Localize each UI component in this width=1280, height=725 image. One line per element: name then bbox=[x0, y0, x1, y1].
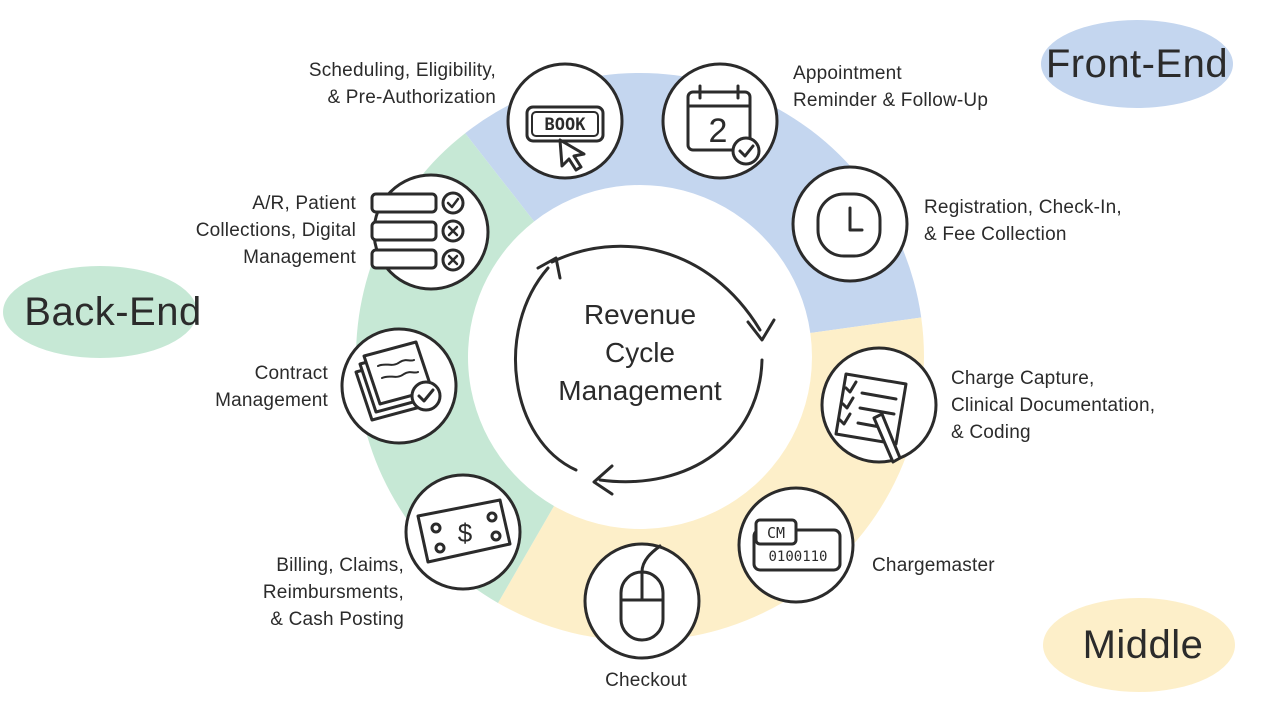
phase-label-middle: Middle bbox=[1082, 622, 1204, 667]
phase-label-back-end: Back-End bbox=[24, 289, 202, 334]
dollar-sign: $ bbox=[458, 518, 473, 548]
phase-label-front-end: Front-End bbox=[1045, 41, 1229, 86]
binary-text: 0100110 bbox=[768, 549, 827, 565]
cycle-arrow-left-head bbox=[536, 256, 562, 280]
mouse-icon bbox=[583, 542, 701, 660]
cycle-arrow-left bbox=[514, 266, 578, 472]
step-label-chargemaster: Chargemaster bbox=[872, 555, 995, 576]
step-label-charge-capture: Charge Capture, Clinical Documentation, … bbox=[951, 368, 1156, 443]
front-end-bubble bbox=[1041, 20, 1233, 108]
ar-list-icon bbox=[370, 173, 490, 291]
dollar-bill-icon: $ bbox=[404, 473, 522, 591]
back-end-bubble bbox=[3, 266, 197, 358]
step-label-scheduling: Scheduling, Eligibility, & Pre-Authoriza… bbox=[308, 60, 496, 108]
middle-bubble bbox=[1043, 598, 1235, 692]
checklist-pen-icon bbox=[820, 346, 938, 464]
cycle-arrow-bottom-head bbox=[592, 464, 614, 496]
step-label-billing: Billing, Claims, Reimbursments, & Cash P… bbox=[262, 555, 404, 630]
cycle-arrows bbox=[514, 244, 776, 496]
calendar-day: 2 bbox=[709, 112, 728, 150]
step-label-ar: A/R, Patient Collections, Digital Manage… bbox=[195, 193, 356, 268]
step-label-appointment-reminder: Appointment Reminder & Follow-Up bbox=[793, 63, 989, 111]
book-button-text: BOOK bbox=[545, 115, 587, 135]
calendar-check-icon: 2 bbox=[661, 62, 779, 180]
book-button-icon: BOOK bbox=[506, 62, 624, 180]
contract-stack-icon bbox=[340, 327, 458, 445]
center-title-line2: Cycle bbox=[605, 337, 675, 368]
center-title-line1: Revenue bbox=[584, 299, 696, 330]
step-label-checkout: Checkout bbox=[605, 670, 687, 691]
step-label-contract: Contract Management bbox=[215, 363, 328, 411]
clock-icon bbox=[791, 165, 909, 283]
step-label-registration: Registration, Check-In, & Fee Collection bbox=[924, 197, 1122, 245]
cm-text: CM bbox=[767, 524, 785, 542]
center-title-line3: Management bbox=[558, 375, 722, 406]
cycle-arrow-top bbox=[550, 244, 762, 332]
cycle-arrow-top-head bbox=[746, 318, 776, 342]
chargemaster-card-icon: CM 0100110 bbox=[737, 486, 855, 604]
cycle-arrow-bottom bbox=[598, 358, 764, 484]
